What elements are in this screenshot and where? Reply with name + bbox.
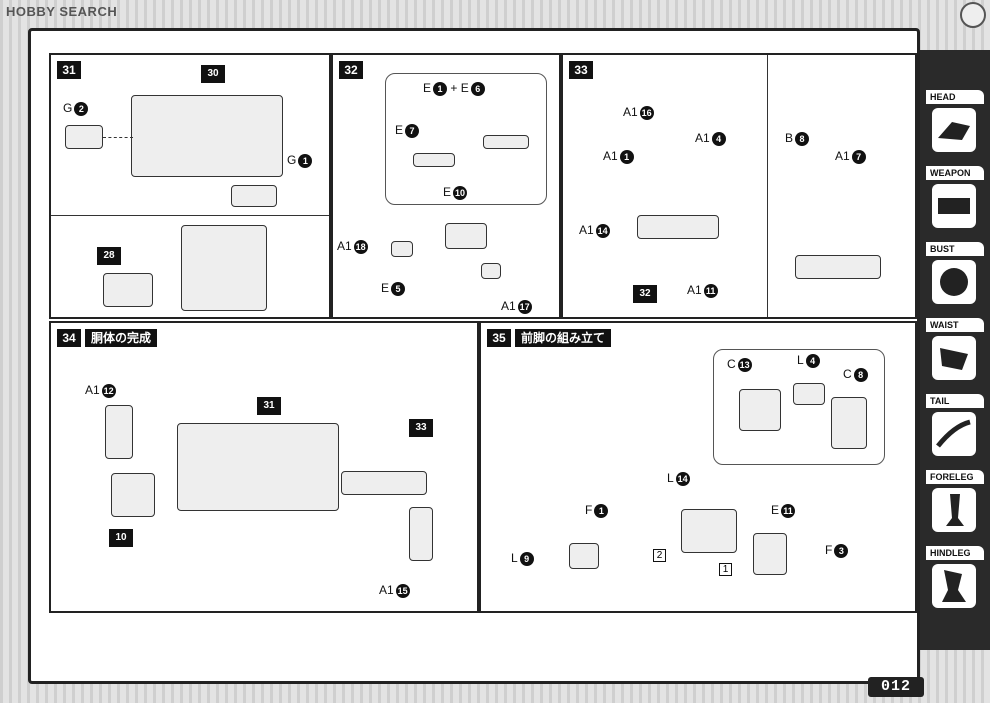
part-e7: [413, 153, 455, 167]
tail-chain-detail: [795, 255, 881, 279]
part-c13: [739, 389, 781, 431]
tab-label: HINDLEG: [926, 546, 984, 560]
step-number: 32: [339, 61, 363, 79]
foreleg-assembly: [681, 509, 737, 553]
step-number: 34: [57, 329, 81, 347]
hindleg-thumbnail-icon: [932, 564, 976, 608]
part-ref-32: 32: [633, 285, 657, 303]
weapon-thumbnail-icon: [932, 184, 976, 228]
guide-line: [103, 137, 133, 138]
tab-head[interactable]: HEAD: [926, 90, 984, 160]
part-ref-30: 30: [201, 65, 225, 83]
step-order-2: 2: [653, 549, 666, 562]
tail-assembly: [341, 471, 427, 495]
part-28: [103, 273, 153, 307]
step-title: 胴体の完成: [85, 329, 158, 347]
tab-label: TAIL: [926, 394, 984, 408]
section-sidebar: HEAD WEAPON BUST WAIST TAIL FORELEG HIND…: [920, 50, 990, 650]
tab-waist[interactable]: WAIST: [926, 318, 984, 388]
waist-thumbnail-icon: [932, 336, 976, 380]
tab-label: FORELEG: [926, 470, 984, 484]
part-10: [111, 473, 155, 517]
part-a15: [409, 507, 433, 561]
divider: [767, 55, 768, 317]
part-l4: [793, 383, 825, 405]
part-a12: [105, 405, 133, 459]
part-ref-28: 28: [97, 247, 121, 265]
part-e6: [483, 135, 529, 149]
body-assembly: [177, 423, 339, 511]
part-ref-31: 31: [257, 397, 281, 415]
step-number: 31: [57, 61, 81, 79]
tab-foreleg[interactable]: FORELEG: [926, 470, 984, 540]
step-title: 前脚の組み立て: [515, 329, 612, 347]
part-g1: [231, 185, 277, 207]
foreleg-thumbnail-icon: [932, 488, 976, 532]
part-l9: [569, 543, 599, 569]
part-ref-10: 10: [109, 529, 133, 547]
page-number: 012: [868, 677, 924, 697]
tab-label: WEAPON: [926, 166, 984, 180]
tab-label: WAIST: [926, 318, 984, 332]
part-a18: [391, 241, 413, 257]
tab-label: BUST: [926, 242, 984, 256]
step-number: 33: [569, 61, 593, 79]
step-number: 35: [487, 329, 511, 347]
tab-bust[interactable]: BUST: [926, 242, 984, 312]
tab-tail[interactable]: TAIL: [926, 394, 984, 464]
watermark: HOBBY SEARCH: [6, 4, 118, 19]
divider: [51, 215, 329, 216]
bust-thumbnail-icon: [932, 260, 976, 304]
tab-weapon[interactable]: WEAPON: [926, 166, 984, 236]
tail-piece: [445, 223, 487, 249]
step-order-1: 1: [719, 563, 732, 576]
tail-thumbnail-icon: [932, 412, 976, 456]
tail-chain: [637, 215, 719, 239]
part-e11: [753, 533, 787, 575]
tab-hindleg[interactable]: HINDLEG: [926, 546, 984, 616]
tab-label: HEAD: [926, 90, 984, 104]
body-detail: [181, 225, 267, 311]
part-a17: [481, 263, 501, 279]
corner-circle-icon: [960, 2, 986, 28]
head-thumbnail-icon: [932, 108, 976, 152]
part-g2: [65, 125, 103, 149]
body-assembly: [131, 95, 283, 177]
part-c8: [831, 397, 867, 449]
part-ref-33: 33: [409, 419, 433, 437]
